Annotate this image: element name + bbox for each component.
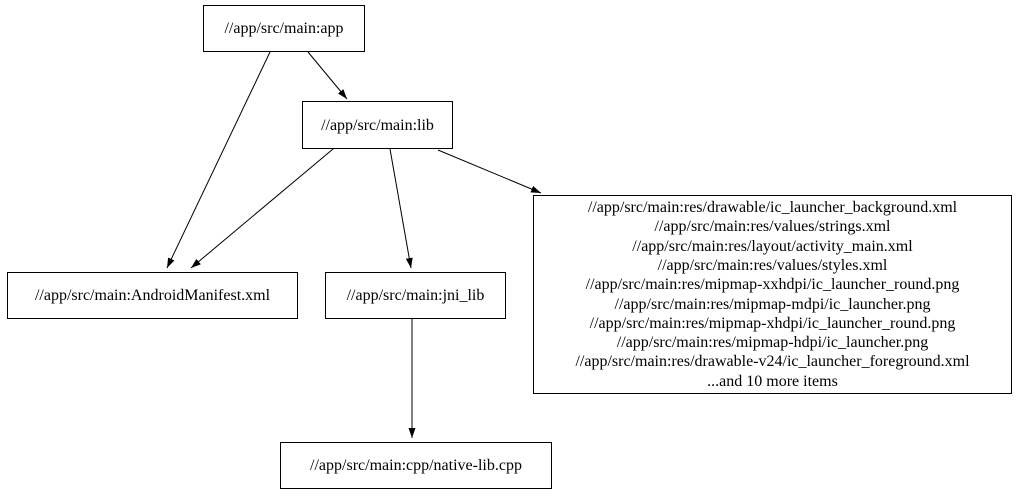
node-jni-lib-label: //app/src/main:jni_lib [346,287,485,304]
node-app: //app/src/main:app [203,5,365,52]
node-android-manifest-label: //app/src/main:AndroidManifest.xml [34,287,271,304]
node-lib: //app/src/main:lib [302,101,453,149]
node-lib-label: //app/src/main:lib [321,116,434,134]
res-file-label: //app/src/main:res/mipmap-hdpi/ic_launch… [616,334,929,352]
node-native-lib-cpp-label: //app/src/main:cpp/native-lib.cpp [310,457,522,474]
res-file-label: //app/src/main:res/values/styles.xml [657,256,888,274]
node-android-manifest: //app/src/main:AndroidManifest.xml [7,272,298,319]
res-file-label: //app/src/main:res/mipmap-xxhdpi/ic_laun… [585,276,960,294]
res-file-label: //app/src/main:res/drawable/ic_launcher_… [587,199,958,217]
node-app-label: //app/src/main:app [224,20,344,37]
edge-app-to-manifest [166,51,271,269]
edge-app-to-lib [307,51,348,100]
res-file-label: //app/src/main:res/layout/activity_main.… [632,237,913,255]
res-file-label: //app/src/main:res/mipmap-mdpi/ic_launch… [614,295,931,313]
res-file-label: //app/src/main:res/drawable-v24/ic_launc… [575,353,970,371]
node-res-group: //app/src/main:res/drawable/ic_launcher_… [533,195,1012,394]
edge-lib-to-jni-lib [389,148,413,269]
res-file-label: //app/src/main:res/mipmap-xhdpi/ic_launc… [589,314,956,332]
node-jni-lib: //app/src/main:jni_lib [325,272,506,319]
node-native-lib-cpp: //app/src/main:cpp/native-lib.cpp [280,442,552,489]
res-file-label: //app/src/main:res/values/strings.xml [654,218,891,236]
res-more-items-label: ...and 10 more items [707,372,838,390]
edge-lib-to-res-group [437,149,542,194]
edge-lib-to-manifest [190,148,334,269]
